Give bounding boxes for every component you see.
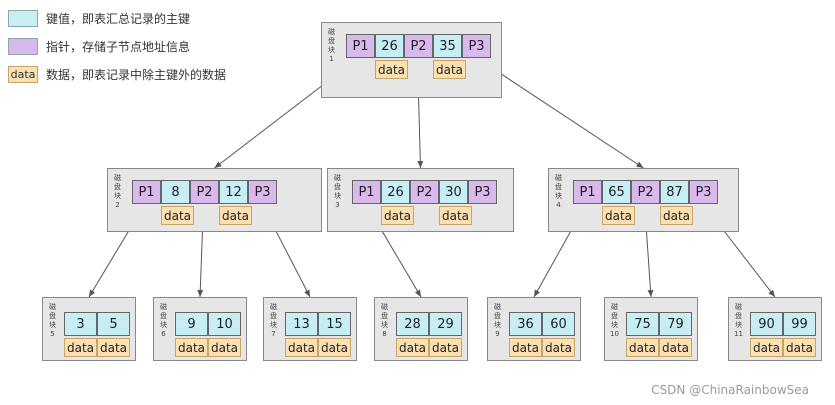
data-cell: data	[439, 206, 472, 225]
data-cell: data	[660, 206, 693, 225]
key-cell: 13	[285, 312, 318, 336]
disk-block-label: 磁盘块10	[610, 303, 619, 338]
data-cell: data	[783, 338, 816, 357]
data-cell: data	[602, 206, 635, 225]
watermark: CSDN @ChinaRainbowSea	[651, 383, 809, 397]
pointer-cell: P2	[631, 180, 660, 204]
data-cell: data	[175, 338, 208, 357]
disk-block-label: 磁盘块1	[328, 28, 335, 63]
key-cell: 3	[64, 312, 97, 336]
legend-key-text: 键值，即表汇总记录的主键	[46, 11, 191, 26]
legend-data: data 数据，即表记录中除主键外的数据	[8, 65, 226, 83]
disk-block-label: 磁盘块2	[114, 174, 121, 209]
key-cell: 8	[161, 180, 190, 204]
disk-block-label: 磁盘块6	[160, 303, 167, 338]
legend-pointer-swatch	[8, 37, 38, 55]
key-cell: 60	[542, 312, 575, 336]
data-cell: data	[208, 338, 241, 357]
data-cell: data	[97, 338, 130, 357]
key-cell: 87	[660, 180, 689, 204]
pointer-cell: P2	[410, 180, 439, 204]
key-cell: 26	[381, 180, 410, 204]
data-cell: data	[626, 338, 659, 357]
key-cell: 65	[602, 180, 631, 204]
data-cell: data	[396, 338, 429, 357]
data-cell: data	[381, 206, 414, 225]
pointer-cell: P2	[404, 34, 433, 58]
pointer-cell: P1	[352, 180, 381, 204]
data-cell: data	[509, 338, 542, 357]
key-cell: 28	[396, 312, 429, 336]
key-cell: 36	[509, 312, 542, 336]
pointer-cell: P1	[132, 180, 161, 204]
pointer-cell: P3	[689, 180, 718, 204]
key-cell: 26	[375, 34, 404, 58]
key-cell: 35	[433, 34, 462, 58]
legend-data-swatch: data	[8, 65, 38, 83]
data-cell: data	[433, 60, 466, 79]
disk-block-label: 磁盘块11	[734, 303, 743, 338]
pointer-cell: P1	[346, 34, 375, 58]
key-cell: 99	[783, 312, 816, 336]
pointer-cell: P3	[462, 34, 491, 58]
disk-block-label: 磁盘块9	[494, 303, 501, 338]
pointer-cell: P3	[468, 180, 497, 204]
key-cell: 9	[175, 312, 208, 336]
data-cell: data	[285, 338, 318, 357]
data-cell: data	[219, 206, 252, 225]
data-cell: data	[659, 338, 692, 357]
edge-1-P3-to-4	[475, 56, 644, 169]
legend-key: 键值，即表汇总记录的主键	[8, 9, 190, 27]
legend-data-text: 数据，即表记录中除主键外的数据	[46, 67, 227, 82]
key-cell: 12	[219, 180, 248, 204]
disk-block-label: 磁盘块7	[270, 303, 277, 338]
pointer-cell: P1	[573, 180, 602, 204]
disk-block-label: 磁盘块5	[49, 303, 56, 338]
disk-block-label: 磁盘块8	[381, 303, 388, 338]
legend-key-swatch	[8, 9, 38, 27]
data-cell: data	[375, 60, 408, 79]
legend-pointer: 指针，存储子节点地址信息	[8, 37, 190, 55]
key-cell: 75	[626, 312, 659, 336]
data-cell: data	[750, 338, 783, 357]
data-cell: data	[542, 338, 575, 357]
key-cell: 30	[439, 180, 468, 204]
legend-pointer-text: 指针，存储子节点地址信息	[46, 39, 191, 54]
data-cell: data	[161, 206, 194, 225]
key-cell: 5	[97, 312, 130, 336]
data-cell: data	[318, 338, 351, 357]
pointer-cell: P2	[190, 180, 219, 204]
pointer-cell: P3	[248, 180, 277, 204]
data-cell: data	[429, 338, 462, 357]
key-cell: 79	[659, 312, 692, 336]
disk-block-label: 磁盘块3	[334, 174, 341, 209]
key-cell: 15	[318, 312, 351, 336]
key-cell: 10	[208, 312, 241, 336]
disk-block-label: 磁盘块4	[555, 174, 562, 209]
data-cell: data	[64, 338, 97, 357]
key-cell: 90	[750, 312, 783, 336]
key-cell: 29	[429, 312, 462, 336]
